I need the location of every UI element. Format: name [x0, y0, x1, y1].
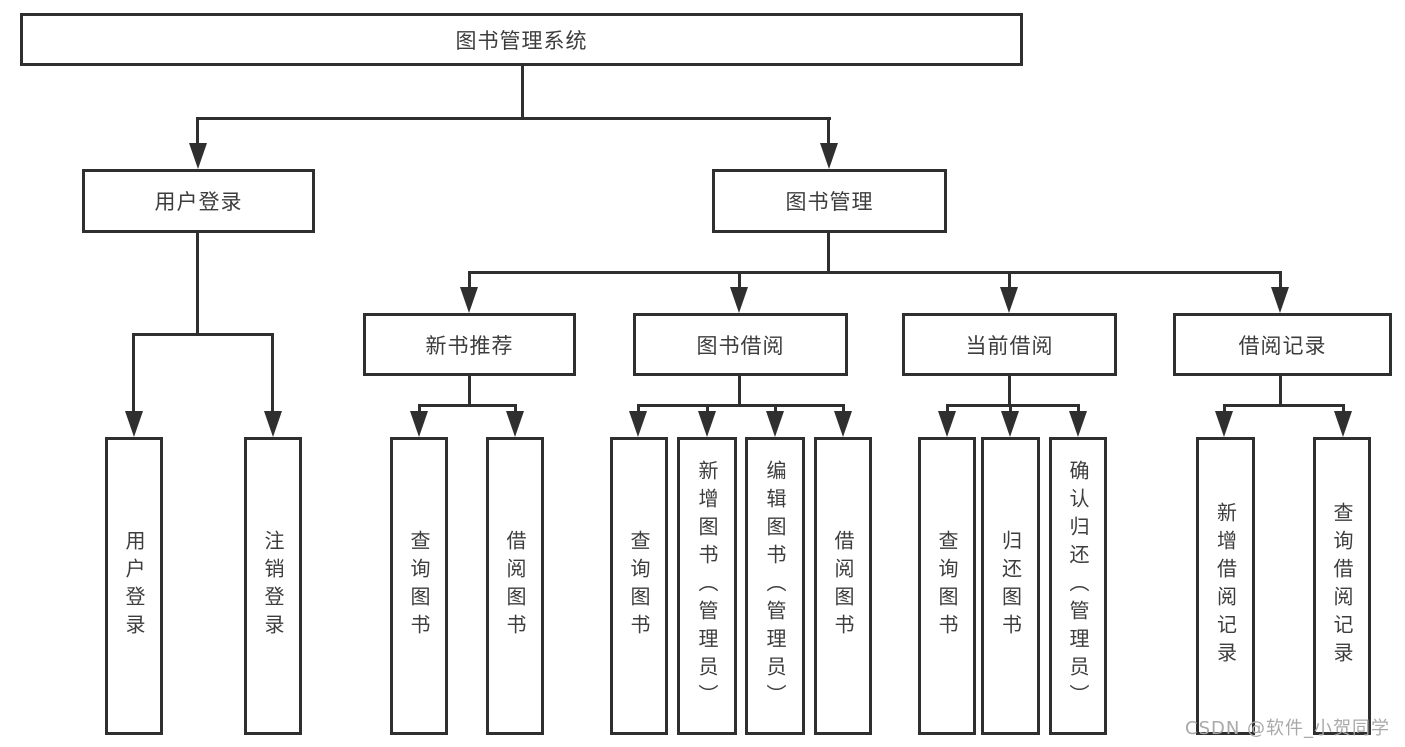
arrow-down-icon: [1069, 411, 1087, 437]
arrow-down-icon: [1215, 411, 1233, 437]
leaf-borrowing-add-books-admin-label: 新增图书（管理员）: [695, 460, 719, 712]
node-book-borrowing: 图书借阅: [633, 313, 848, 376]
connector-line: [468, 376, 471, 407]
connector-line: [827, 117, 830, 145]
connector-line: [738, 376, 741, 407]
arrow-down-icon: [820, 143, 838, 169]
arrow-down-icon: [189, 143, 207, 169]
node-user-login-label: 用户登录: [154, 190, 243, 214]
connector-line: [196, 117, 199, 145]
node-root-label: 图书管理系统: [455, 28, 588, 53]
connector-line: [133, 333, 274, 336]
connector-line: [1077, 404, 1080, 413]
node-current-borrowing-label: 当前借阅: [965, 333, 1054, 358]
leaf-newbook-borrow-books-label: 借阅图书: [503, 530, 527, 642]
node-book-borrowing-label: 图书借阅: [696, 333, 785, 358]
connector-line: [1008, 376, 1011, 407]
connector-line: [418, 404, 517, 407]
node-new-book-recommend-label: 新书推荐: [425, 333, 514, 358]
connector-line: [1008, 271, 1011, 289]
arrow-down-icon: [1001, 411, 1019, 437]
arrow-down-icon: [698, 411, 716, 437]
node-root: 图书管理系统: [20, 13, 1023, 66]
node-book-management-label: 图书管理: [785, 190, 874, 214]
leaf-current-return-books: 归还图书: [981, 437, 1040, 735]
leaf-logout: 注销登录: [244, 437, 302, 735]
connector-line: [1279, 376, 1282, 407]
leaf-borrowing-query-books-label: 查询图书: [627, 530, 651, 642]
connector-line: [637, 404, 640, 413]
leaf-records-query-record: 查询借阅记录: [1313, 437, 1371, 735]
connector-line: [946, 404, 1080, 407]
arrow-down-icon: [938, 411, 956, 437]
connector-line: [1279, 271, 1282, 289]
leaf-borrowing-add-books-admin: 新增图书（管理员）: [677, 437, 737, 735]
connector-line: [418, 404, 421, 413]
leaf-borrowing-borrow-books: 借阅图书: [814, 437, 872, 735]
leaf-current-confirm-return-admin: 确认归还（管理员）: [1049, 437, 1107, 735]
leaf-user-login: 用户登录: [105, 437, 163, 735]
connector-line: [842, 404, 845, 413]
connector-line: [271, 333, 274, 413]
connector-line: [706, 404, 709, 413]
node-current-borrowing: 当前借阅: [902, 313, 1117, 376]
connector-line: [774, 404, 777, 413]
leaf-user-login-label: 用户登录: [122, 530, 146, 642]
leaf-newbook-query-books-label: 查询图书: [407, 530, 431, 642]
node-book-management: 图书管理: [712, 169, 947, 233]
node-user-login: 用户登录: [82, 169, 315, 233]
connector-line: [637, 404, 845, 407]
arrow-down-icon: [766, 411, 784, 437]
arrow-down-icon: [1334, 411, 1352, 437]
connector-line: [132, 333, 135, 413]
arrow-down-icon: [629, 411, 647, 437]
leaf-borrowing-edit-books-admin: 编辑图书（管理员）: [745, 437, 805, 735]
connector-line: [196, 233, 199, 335]
node-borrowing-records-label: 借阅记录: [1238, 333, 1327, 358]
connector-line: [1342, 404, 1345, 413]
csdn-watermark: CSDN @软件_小贺同学: [1185, 718, 1391, 739]
leaf-logout-label: 注销登录: [261, 530, 285, 642]
leaf-current-query-books-label: 查询图书: [935, 530, 959, 642]
arrow-down-icon: [410, 411, 428, 437]
connector-line: [197, 117, 831, 120]
leaf-records-query-record-label: 查询借阅记录: [1330, 502, 1354, 670]
leaf-borrowing-borrow-books-label: 借阅图书: [831, 530, 855, 642]
arrow-down-icon: [1271, 287, 1289, 313]
arrow-down-icon: [730, 287, 748, 313]
arrow-down-icon: [460, 287, 478, 313]
leaf-current-confirm-return-admin-label: 确认归还（管理员）: [1066, 460, 1090, 712]
connector-line: [738, 271, 741, 289]
leaf-records-add-record-label: 新增借阅记录: [1213, 502, 1238, 670]
arrow-down-icon: [1000, 287, 1018, 313]
arrow-down-icon: [506, 411, 524, 437]
leaf-newbook-query-books: 查询图书: [390, 437, 448, 735]
arrow-down-icon: [125, 411, 143, 437]
connector-line: [827, 233, 830, 274]
connector-line: [521, 66, 524, 119]
leaf-current-return-books-label: 归还图书: [998, 530, 1023, 642]
arrow-down-icon: [264, 411, 282, 437]
connector-line: [1223, 404, 1226, 413]
leaf-records-add-record: 新增借阅记录: [1196, 437, 1255, 735]
leaf-newbook-borrow-books: 借阅图书: [486, 437, 544, 735]
leaf-current-query-books: 查询图书: [918, 437, 976, 735]
node-borrowing-records: 借阅记录: [1173, 313, 1392, 376]
connector-line: [514, 404, 517, 413]
leaf-borrowing-edit-books-admin-label: 编辑图书（管理员）: [763, 460, 787, 712]
connector-line: [468, 271, 471, 289]
connector-line: [1223, 404, 1344, 407]
connector-line: [468, 271, 1282, 274]
node-new-book-recommend: 新书推荐: [363, 313, 576, 376]
connector-line: [1009, 404, 1012, 413]
connector-line: [946, 404, 949, 413]
leaf-borrowing-query-books: 查询图书: [610, 437, 668, 735]
arrow-down-icon: [834, 411, 852, 437]
